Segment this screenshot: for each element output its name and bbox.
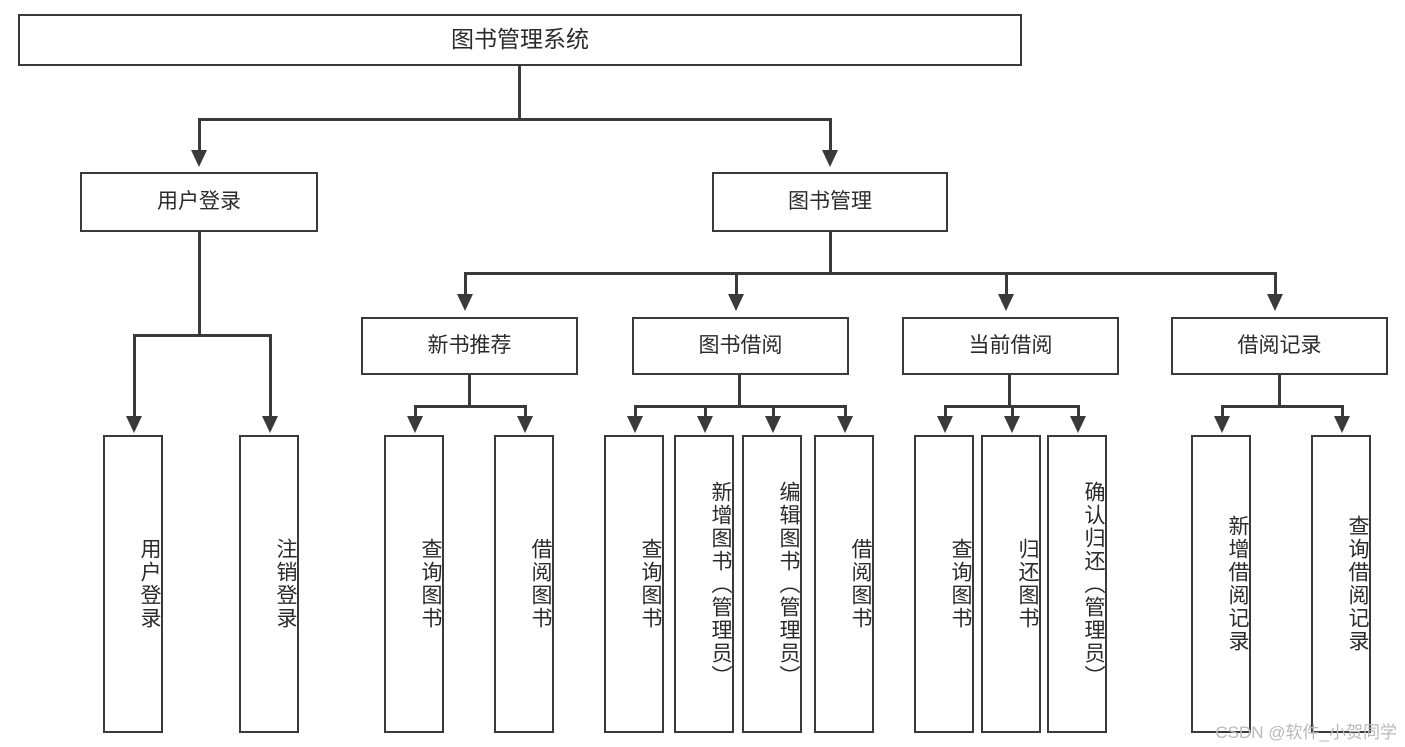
connector-bb-drop-2 xyxy=(704,405,707,418)
connector-root-stem xyxy=(518,66,521,118)
arrowhead-cb-1 xyxy=(937,416,953,433)
node-label: 当前借阅 xyxy=(968,333,1053,357)
node-book-management[interactable]: 图书管理 xyxy=(712,172,948,232)
leaf-bb-borrow-book[interactable]: 借阅图书 xyxy=(814,435,874,733)
node-label: 借阅记录 xyxy=(1237,333,1322,357)
connector-bm-drop-2 xyxy=(735,272,738,296)
node-root-library-management-system[interactable]: 图书管理系统 xyxy=(18,14,1022,66)
leaf-nbr-borrow-book[interactable]: 借阅图书 xyxy=(494,435,554,733)
connector-br-bus xyxy=(1221,405,1343,408)
node-label: 注销登录 xyxy=(274,538,297,630)
leaf-bb-query-book[interactable]: 查询图书 xyxy=(604,435,664,733)
connector-user-login-stem xyxy=(198,232,201,334)
node-label: 借阅图书 xyxy=(529,538,552,630)
node-label: 查询图书 xyxy=(949,538,972,630)
connector-book-management-bus xyxy=(464,272,1277,275)
connector-br-drop-1 xyxy=(1221,405,1224,418)
arrowhead-nbr-1 xyxy=(407,416,423,433)
arrowhead-to-current-borrow xyxy=(998,294,1014,311)
connector-root-bus xyxy=(198,118,832,121)
node-current-borrow[interactable]: 当前借阅 xyxy=(902,317,1119,375)
connector-bb-bus xyxy=(634,405,847,408)
leaf-logout[interactable]: 注销登录 xyxy=(239,435,299,733)
connector-cb-stem xyxy=(1008,375,1011,407)
connector-book-management-stem xyxy=(829,232,832,274)
connector-nbr-drop-2 xyxy=(524,405,527,418)
node-label: 图书管理 xyxy=(788,189,872,213)
node-label: 借阅图书 xyxy=(849,538,872,630)
connector-bm-drop-4 xyxy=(1274,272,1277,296)
leaf-br-query-record[interactable]: 查询借阅记录 xyxy=(1311,435,1371,733)
connector-user-login-bus xyxy=(133,334,272,337)
node-label: 编辑图书（管理员） xyxy=(777,480,800,688)
leaf-cb-return-book[interactable]: 归还图书 xyxy=(981,435,1041,733)
arrowhead-br-1 xyxy=(1214,416,1230,433)
node-user-login[interactable]: 用户登录 xyxy=(80,172,318,232)
node-book-borrow[interactable]: 图书借阅 xyxy=(632,317,849,375)
arrowhead-bb-4 xyxy=(837,416,853,433)
arrowhead-to-book-borrow xyxy=(728,294,744,311)
connector-cb-drop-1 xyxy=(944,405,947,418)
arrowhead-to-user-login xyxy=(191,150,207,167)
connector-br-drop-2 xyxy=(1341,405,1344,418)
arrowhead-bb-2 xyxy=(697,416,713,433)
arrowhead-to-new-book-recommend xyxy=(457,294,473,311)
leaf-bb-add-book-admin[interactable]: 新增图书（管理员） xyxy=(674,435,734,733)
arrowhead-to-leaf-user-login xyxy=(126,416,142,433)
arrowhead-to-book-management xyxy=(822,150,838,167)
arrowhead-br-2 xyxy=(1334,416,1350,433)
node-label: 确认归还（管理员） xyxy=(1082,480,1105,688)
leaf-nbr-query-book[interactable]: 查询图书 xyxy=(384,435,444,733)
arrowhead-to-borrow-records xyxy=(1267,294,1283,311)
node-label: 新增图书（管理员） xyxy=(709,480,732,688)
connector-bm-drop-3 xyxy=(1005,272,1008,296)
connector-cb-drop-3 xyxy=(1077,405,1080,418)
arrowhead-bb-1 xyxy=(627,416,643,433)
connector-nbr-stem xyxy=(468,375,471,407)
connector-cb-drop-2 xyxy=(1011,405,1014,418)
node-label: 查询图书 xyxy=(419,538,442,630)
arrowhead-cb-2 xyxy=(1004,416,1020,433)
node-label: 新增借阅记录 xyxy=(1226,515,1249,653)
node-label: 用户登录 xyxy=(157,189,241,213)
leaf-user-login[interactable]: 用户登录 xyxy=(103,435,163,733)
arrowhead-cb-3 xyxy=(1070,416,1086,433)
leaf-cb-confirm-return-admin[interactable]: 确认归还（管理员） xyxy=(1047,435,1107,733)
connector-bm-drop-1 xyxy=(464,272,467,296)
connector-root-drop-right xyxy=(829,118,832,152)
arrowhead-bb-3 xyxy=(765,416,781,433)
leaf-bb-edit-book-admin[interactable]: 编辑图书（管理员） xyxy=(742,435,802,733)
leaf-cb-query-book[interactable]: 查询图书 xyxy=(914,435,974,733)
node-label: 查询借阅记录 xyxy=(1346,515,1369,653)
node-label: 查询图书 xyxy=(639,538,662,630)
node-label: 用户登录 xyxy=(138,538,161,630)
node-label: 新书推荐 xyxy=(427,333,512,357)
connector-user-login-drop-1 xyxy=(133,334,136,418)
node-new-book-recommend[interactable]: 新书推荐 xyxy=(361,317,578,375)
arrowhead-nbr-2 xyxy=(517,416,533,433)
node-label: 图书管理系统 xyxy=(451,26,589,53)
connector-user-login-drop-2 xyxy=(269,334,272,418)
connector-nbr-drop-1 xyxy=(414,405,417,418)
node-borrow-records[interactable]: 借阅记录 xyxy=(1171,317,1388,375)
connector-nbr-bus xyxy=(414,405,527,408)
leaf-br-add-record[interactable]: 新增借阅记录 xyxy=(1191,435,1251,733)
connector-bb-stem xyxy=(738,375,741,407)
connector-br-stem xyxy=(1278,375,1281,407)
connector-bb-drop-4 xyxy=(844,405,847,418)
connector-bb-drop-1 xyxy=(634,405,637,418)
connector-bb-drop-3 xyxy=(772,405,775,418)
node-label: 图书借阅 xyxy=(698,333,783,357)
node-label: 归还图书 xyxy=(1016,538,1039,630)
connector-root-drop-left xyxy=(198,118,201,152)
arrowhead-to-leaf-logout xyxy=(262,416,278,433)
